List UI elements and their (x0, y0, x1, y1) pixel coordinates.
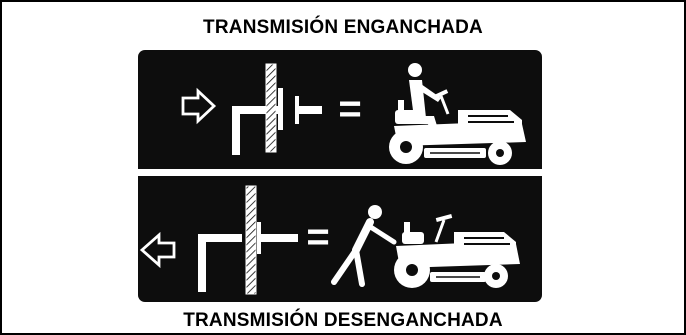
shift-lever-disengaged-icon (198, 185, 298, 295)
person-pushing-tractor-icon (331, 205, 520, 288)
arrow-left-icon (139, 231, 176, 269)
arrow-right-icon (181, 87, 217, 125)
engaged-title: TRANSMISIÓN ENGANCHADA (203, 17, 483, 38)
shift-lever-engaged-icon (232, 63, 322, 155)
disengaged-panel: = (138, 176, 542, 302)
disengaged-title: TRANSMISIÓN DESENGANCHADA (183, 310, 503, 331)
equals-sign-disengaged: = (306, 215, 329, 259)
engaged-panel: = (138, 50, 542, 169)
person-riding-tractor-icon (389, 63, 526, 165)
equals-sign-engaged: = (338, 87, 361, 131)
